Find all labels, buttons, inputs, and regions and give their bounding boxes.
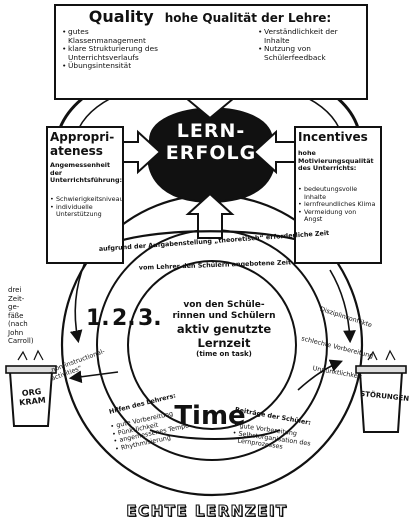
org-kram-bin — [5, 349, 57, 427]
incentives-item: bedeutungsvolle Inhalte — [298, 185, 376, 201]
lernerfolg-line1: LERN- — [176, 120, 246, 142]
incentives-list: bedeutungsvolle Inhalte lernfreundliches… — [298, 185, 376, 224]
inner-time-circle — [127, 260, 297, 430]
side-note: drei Zeit- ge- fäße (nach John Carroll) — [8, 286, 48, 346]
lernerfolg-label: LERN- ERFOLG — [160, 120, 262, 164]
side-note-line: Carroll) — [8, 337, 34, 345]
quality-left-item: klare Strukturierung des Unterrichtsverl… — [62, 44, 162, 62]
side-note-line: fäße — [8, 311, 24, 320]
quality-left-list: gutes Klassenmanagement klare Strukturie… — [62, 27, 162, 71]
inner-line: Lernzeit — [197, 336, 251, 350]
quality-title: Quality hohe Qualität der Lehre: — [60, 7, 360, 26]
number-2: 2. — [112, 306, 136, 331]
quality-right-item: Verständlichkeit der Inhalte — [258, 27, 358, 45]
arrow-from-time — [185, 192, 235, 239]
inner-line: von den Schüle- — [183, 300, 265, 310]
appropriateness-title: Appropri-ateness — [50, 130, 115, 158]
quality-right-list: Verständlichkeit der Inhalte Nutzung von… — [258, 27, 358, 62]
footer-title: ECHTE LERNZEIT — [126, 501, 288, 520]
incentives-item: Vermeidung von Angst — [298, 208, 376, 224]
appropriateness-list: Schwierigkeitsniveau individuelle Unters… — [50, 195, 124, 219]
lernerfolg-line2: ERFOLG — [165, 142, 257, 164]
side-note-line: ge- — [8, 303, 20, 311]
incentives-title: Incentives — [298, 130, 368, 144]
inner-line: rinnen und Schülern — [172, 311, 276, 321]
quality-title-main: Quality — [88, 7, 154, 26]
quality-right-item: Nutzung von Schülerfeedback — [258, 44, 358, 62]
quality-left-item: gutes Klassenmanagement — [62, 27, 162, 45]
number-1: 1. — [86, 306, 110, 331]
side-note-line: drei — [8, 286, 22, 294]
stoerungen-bin — [355, 349, 407, 433]
appropriateness-item: individuelle Unterstützung — [50, 203, 118, 219]
incentives-subtitle: hohe Motivierungsqualität des Unterricht… — [298, 149, 374, 172]
number-3: 3. — [138, 306, 162, 331]
quality-left-item: Übungsintensität — [62, 62, 162, 71]
side-note-line: (nach — [8, 320, 28, 328]
arrow-from-incentives — [252, 129, 297, 175]
quality-title-sub: hohe Qualität der Lehre: — [164, 11, 332, 25]
side-note-line: Zeit- — [8, 294, 25, 303]
appropriateness-subtitle: Angemessenheit der Unterrichtsführung: — [50, 161, 123, 184]
inner-line: aktiv genutzte — [176, 322, 272, 336]
inner-line: (time on task) — [196, 350, 252, 358]
inner-circle-text: von den Schüle- rinnen und Schülern akti… — [160, 300, 288, 359]
incentives-item: lernfreundliches Klima — [298, 200, 376, 209]
appropriateness-item: Schwierigkeitsniveau — [50, 195, 124, 204]
side-note-line: John — [8, 328, 24, 337]
